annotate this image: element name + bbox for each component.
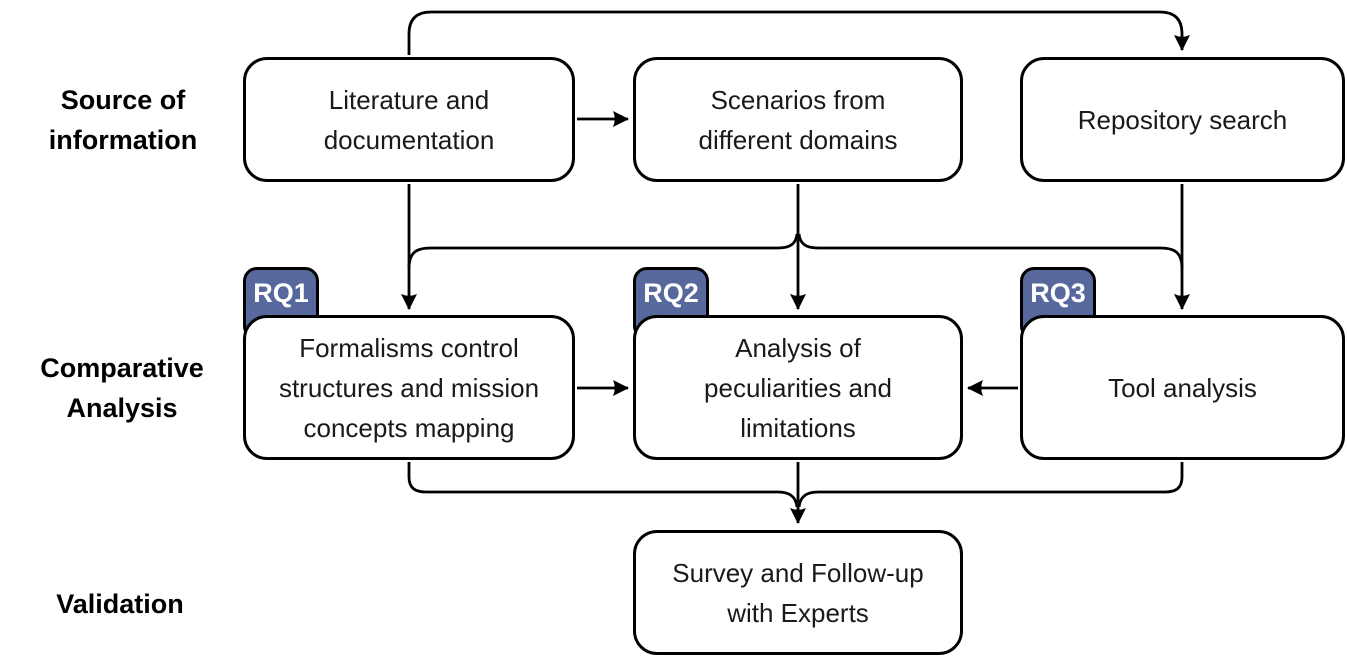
row-label-validation: Validation — [56, 589, 184, 619]
bus-upper-right-branch — [797, 233, 1184, 269]
node-formalisms-control-structures: Formalisms control structures and missio… — [243, 315, 575, 460]
node-survey-and-follow-up: Survey and Follow-up with Experts — [633, 530, 963, 655]
bus-upper-left-branch — [407, 233, 799, 269]
node-scenarios-from-different-domains: Scenarios from different domains — [633, 57, 963, 182]
arrow-literature-to-repository — [407, 10, 1190, 55]
node-tool-analysis: Tool analysis — [1020, 315, 1345, 460]
bus-lower-right-branch — [797, 462, 1184, 508]
node-analysis-of-peculiarities: Analysis of peculiarities and limitation… — [633, 315, 963, 460]
row-label-comparative-analysis: Comparative Analysis — [40, 353, 204, 423]
row-label-source-of-information: Source of information — [48, 85, 198, 155]
node-repository-search: Repository search — [1020, 57, 1345, 182]
node-literature-and-documentation: Literature and documentation — [243, 57, 575, 182]
bus-lower-left-branch — [407, 462, 799, 508]
